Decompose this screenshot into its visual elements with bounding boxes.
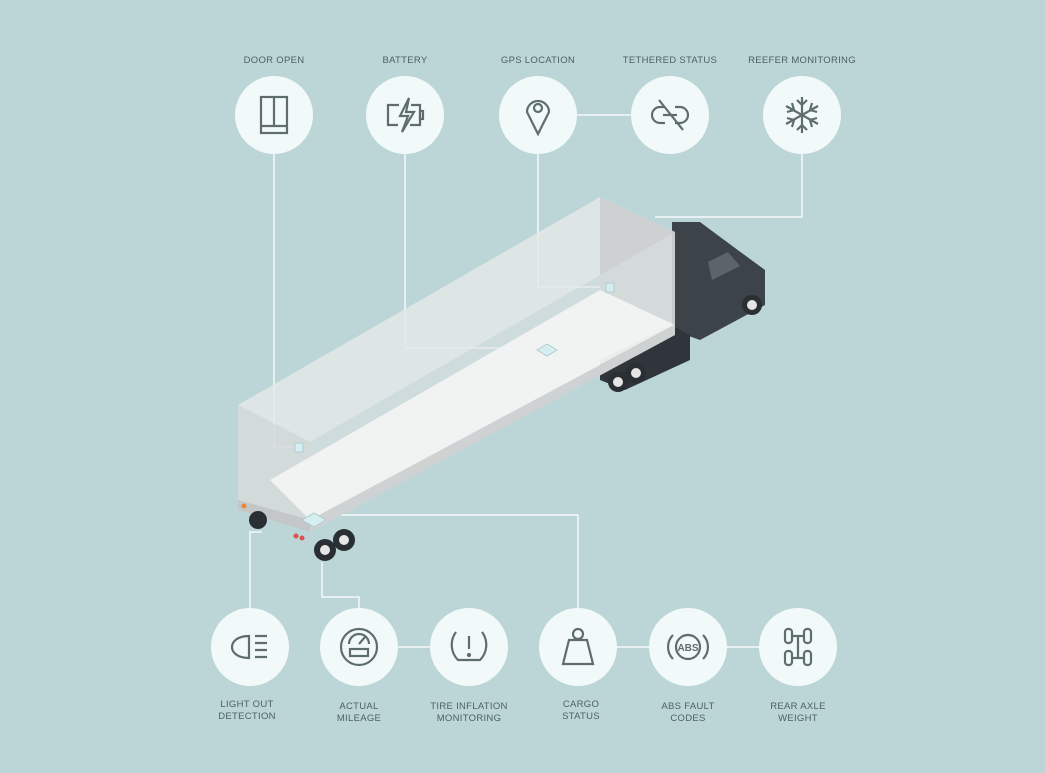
label-line1: TIRE INFLATION bbox=[430, 701, 508, 712]
odometer-icon bbox=[339, 627, 379, 667]
map-pin-icon bbox=[525, 99, 551, 137]
label-door-open: DOOR OPEN bbox=[243, 55, 305, 66]
weight-icon bbox=[561, 627, 595, 666]
label-line2: CODES bbox=[670, 713, 706, 724]
label-line1: ACTUAL bbox=[339, 701, 379, 712]
label-line2: WEIGHT bbox=[778, 713, 818, 724]
truck-cab bbox=[600, 222, 765, 392]
door-icon bbox=[259, 95, 289, 135]
label-line1: LIGHT OUT bbox=[220, 699, 274, 710]
headlight-icon bbox=[230, 634, 267, 660]
battery-charging-icon bbox=[386, 97, 425, 133]
abs-fault-node[interactable]: ABS bbox=[649, 608, 727, 686]
sensors bbox=[294, 282, 615, 528]
trailer bbox=[238, 197, 675, 561]
label-line2: MONITORING bbox=[436, 713, 502, 724]
label-line1: REAR AXLE bbox=[770, 701, 826, 712]
snowflake-icon bbox=[785, 97, 819, 133]
label-tethered-status: TETHERED STATUS bbox=[622, 55, 718, 66]
actual-mileage-node[interactable] bbox=[320, 608, 398, 686]
rear-axle-node[interactable] bbox=[759, 608, 837, 686]
reefer-monitoring-node[interactable] bbox=[763, 76, 841, 154]
label-line2: MILEAGE bbox=[336, 713, 382, 724]
tethered-status-node[interactable] bbox=[631, 76, 709, 154]
unlinked-chain-icon bbox=[650, 99, 690, 131]
label-gps-location: GPS LOCATION bbox=[500, 55, 576, 66]
label-reefer-monitoring: REEFER MONITORING bbox=[748, 55, 856, 66]
axle-icon bbox=[783, 627, 813, 667]
label-line1: ABS FAULT bbox=[661, 701, 715, 712]
label-line2: STATUS bbox=[562, 711, 600, 722]
abs-icon: ABS bbox=[666, 633, 710, 661]
tire-inflation-node[interactable] bbox=[430, 608, 508, 686]
door-open-node[interactable] bbox=[235, 76, 313, 154]
battery-node[interactable] bbox=[366, 76, 444, 154]
label-line2: DETECTION bbox=[218, 711, 276, 722]
label-battery: BATTERY bbox=[382, 55, 428, 66]
tire-pressure-icon bbox=[450, 631, 488, 662]
cargo-status-node[interactable] bbox=[539, 608, 617, 686]
gps-location-node[interactable] bbox=[499, 76, 577, 154]
svg-text:ABS: ABS bbox=[677, 643, 698, 654]
label-line1: CARGO bbox=[562, 699, 600, 710]
light-out-node[interactable] bbox=[211, 608, 289, 686]
